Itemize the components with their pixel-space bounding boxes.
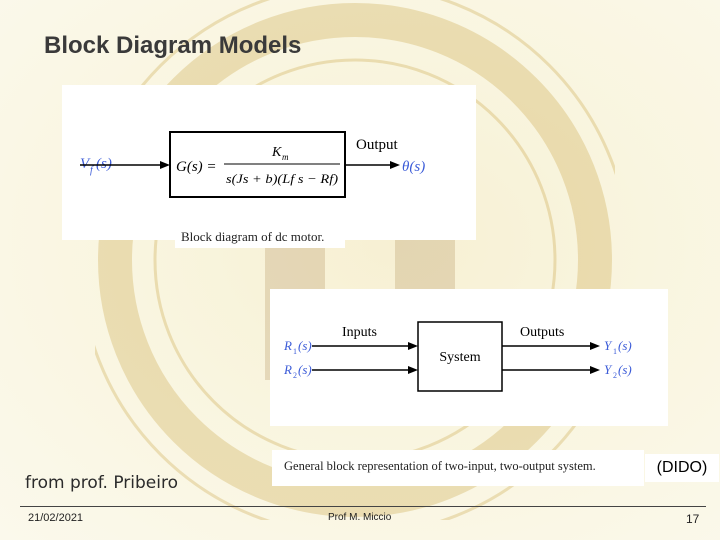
- mimo-block-diagram: Inputs Outputs System R 1 (s) R 2 (s) Y …: [283, 321, 632, 392]
- output-signal-label: θ(s): [402, 159, 425, 175]
- dc-motor-block-diagram: V f (s) G(s) = K m s(Js + b)(Lf s − Rf) …: [80, 131, 425, 198]
- svg-text:m: m: [282, 152, 289, 162]
- inputs-title: Inputs: [342, 325, 377, 340]
- denominator: s(Js + b)(Lf s − Rf): [226, 171, 338, 186]
- svg-text:f: f: [90, 165, 94, 176]
- svg-text:1: 1: [613, 347, 617, 356]
- credit-text: from prof. Pribeiro: [25, 473, 178, 493]
- dc-motor-caption: Block diagram of dc motor.: [181, 229, 325, 244]
- mimo-caption: General block representation of two-inpu…: [284, 459, 596, 473]
- svg-text:2: 2: [613, 371, 617, 380]
- input-label-r2: R: [283, 362, 292, 377]
- svg-text:(s): (s): [618, 362, 632, 377]
- output-title: Output: [356, 137, 399, 153]
- output-label-y2: Y: [604, 362, 613, 377]
- svg-text:(s): (s): [618, 338, 632, 353]
- output-label-y1: Y: [604, 338, 613, 353]
- footer-author: Prof M. Miccio: [328, 512, 392, 523]
- svg-text:(s): (s): [298, 362, 312, 377]
- two-input-two-output-panel: Inputs Outputs System R 1 (s) R 2 (s) Y …: [270, 289, 668, 426]
- system-block: [417, 321, 503, 392]
- input-label-r1: R: [283, 338, 292, 353]
- dido-label: (DIDO): [645, 454, 719, 482]
- input-signal-label: V: [80, 156, 91, 172]
- svg-text:1: 1: [293, 347, 297, 356]
- slide-title: Block Diagram Models: [44, 32, 302, 59]
- svg-text:2: 2: [293, 371, 297, 380]
- footer-date: 21/02/2021: [28, 512, 84, 524]
- page-number: 17: [686, 512, 700, 526]
- transfer-lhs: G(s) =: [176, 159, 217, 175]
- svg-text:(s): (s): [96, 156, 112, 172]
- dc-motor-diagram-panel: V f (s) G(s) = K m s(Js + b)(Lf s − Rf) …: [62, 85, 476, 240]
- svg-text:(s): (s): [298, 338, 312, 353]
- numerator: K: [271, 145, 282, 160]
- footer-divider: [20, 506, 706, 507]
- university-seal-watermark: [95, 0, 615, 520]
- outputs-title: Outputs: [520, 325, 564, 340]
- system-label: System: [439, 350, 480, 365]
